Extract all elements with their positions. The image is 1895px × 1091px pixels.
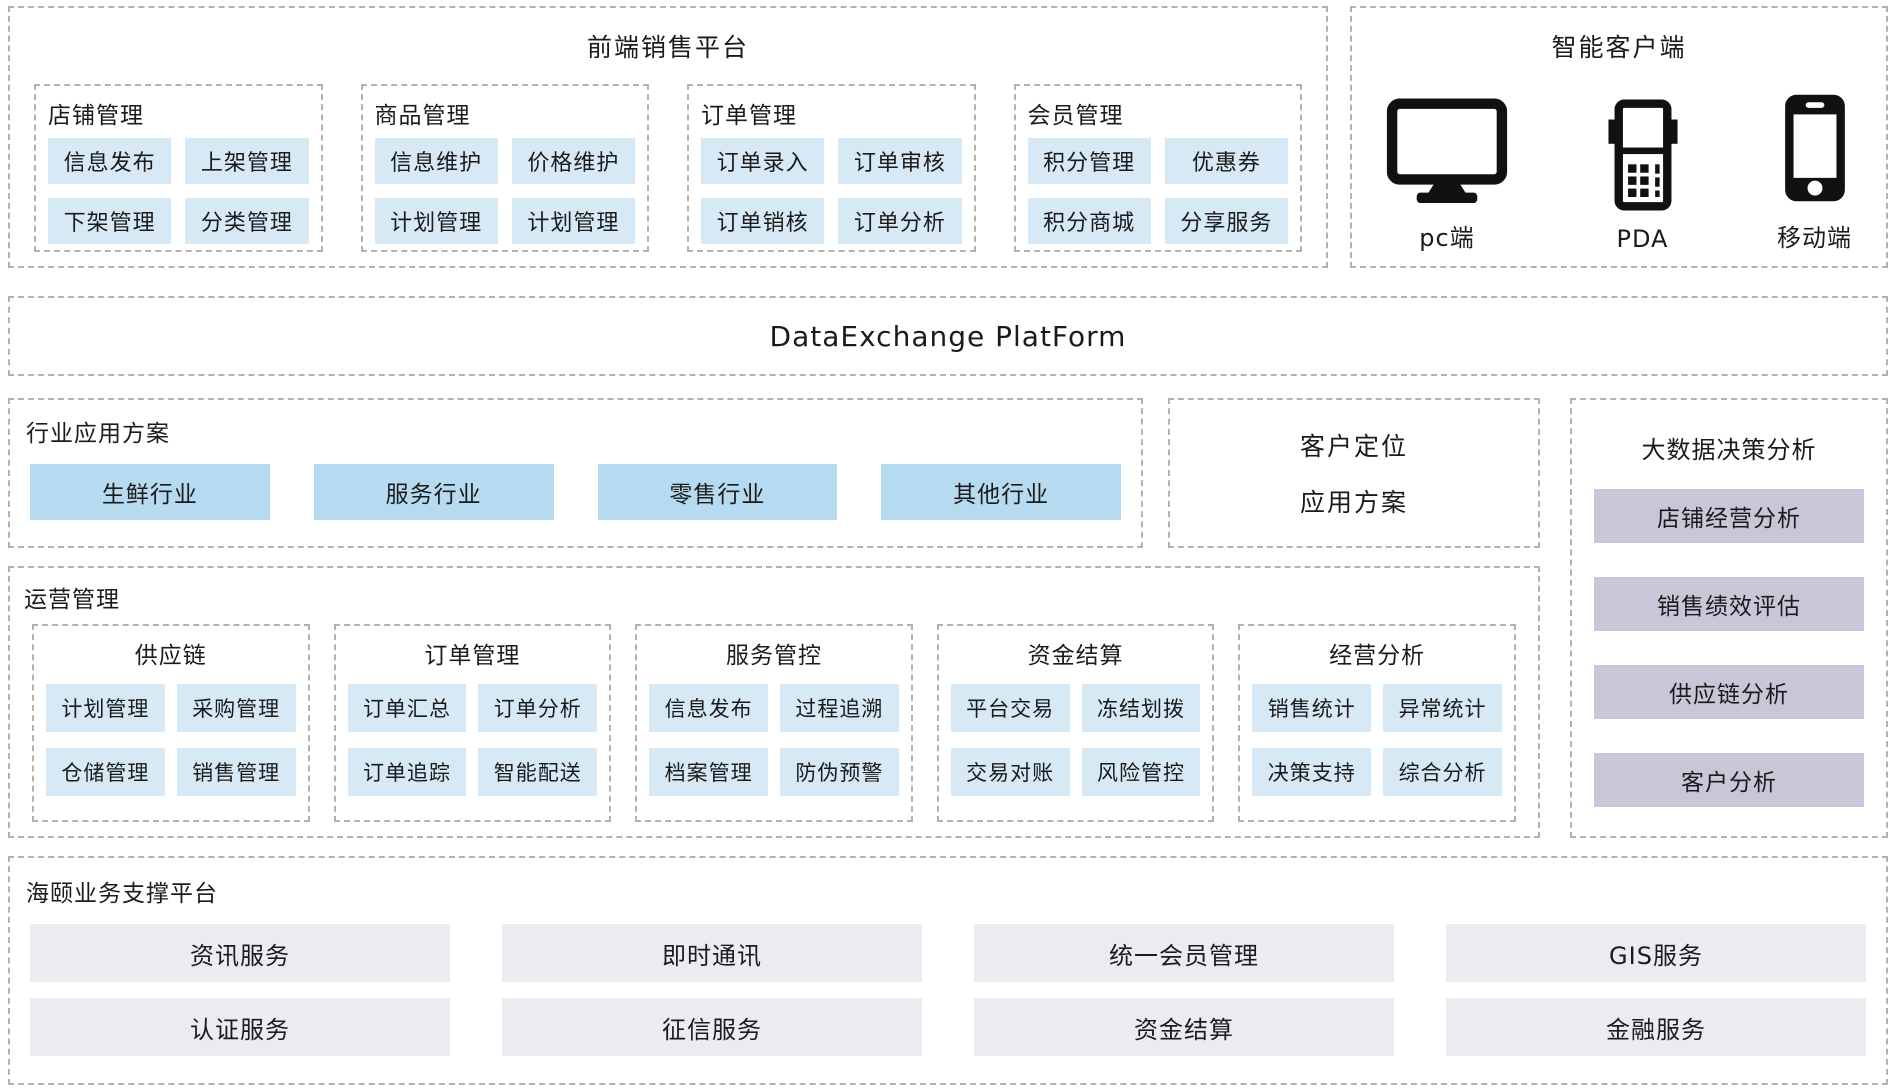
industry-chip: 其他行业 (881, 464, 1121, 520)
module-chip: 防伪预警 (779, 748, 899, 796)
section-title: 智能客户端 (1551, 33, 1687, 62)
support-platform-section: 海颐业务支撑平台 资讯服务 即时通讯 统一会员管理 GIS服务 认证服务 征信服… (8, 856, 1888, 1085)
service-chip: 即时通讯 (502, 924, 922, 982)
module-chip: 信息发布 (649, 684, 768, 732)
device-label: PDA (1616, 225, 1669, 253)
group-store-management: 店铺管理 信息发布 上架管理 下架管理 分类管理 (34, 84, 323, 252)
module-chip: 交易对账 (950, 748, 1070, 796)
module-chip: 价格维护 (511, 138, 635, 184)
group-order-management-ops: 订单管理 订单汇总 订单分析 订单追踪 智能配送 (333, 624, 612, 822)
module-chip: 冻结划拨 (1081, 684, 1201, 732)
industry-chip: 零售行业 (597, 464, 838, 520)
module-chip: 分享服务 (1164, 198, 1288, 244)
service-chip: 资金结算 (974, 998, 1394, 1056)
module-chip: 销售统计 (1252, 684, 1372, 732)
section-title: 海颐业务支撑平台 (26, 881, 218, 907)
group-product-management: 商品管理 信息维护 价格维护 计划管理 计划管理 (360, 84, 649, 252)
group-title: 服务管控 (725, 643, 822, 669)
group-service-control: 服务管控 信息发布 过程追溯 档案管理 防伪预警 (635, 624, 913, 822)
device-pc: pc端 (1386, 86, 1508, 253)
operations-management-section: 运营管理 供应链 计划管理 采购管理 仓储管理 销售管理 订单管理 订单汇总 订… (8, 566, 1540, 838)
group-title: 商品管理 (374, 103, 471, 129)
data-exchange-title: DataExchange PlatForm (769, 319, 1127, 353)
group-order-management: 订单管理 订单录入 订单审核 订单销核 订单分析 (687, 84, 976, 252)
group-fund-settlement: 资金结算 平台交易 冻结划拨 交易对账 风险管控 (936, 624, 1215, 822)
module-chip: 平台交易 (950, 684, 1070, 732)
group-supply-chain: 供应链 计划管理 采购管理 仓储管理 销售管理 (32, 624, 310, 822)
frontend-platform-section: 前端销售平台 店铺管理 信息发布 上架管理 下架管理 分类管理 商品管理 信息维… (8, 6, 1328, 268)
desktop-icon (1386, 86, 1508, 204)
industry-chip: 服务行业 (313, 464, 554, 520)
module-chip: 上架管理 (185, 138, 309, 184)
pda-icon (1603, 93, 1683, 211)
module-chip: 信息发布 (48, 138, 172, 184)
module-chip: 订单追踪 (347, 748, 467, 796)
group-business-analysis: 经营分析 销售统计 异常统计 决策支持 综合分析 (1238, 624, 1516, 822)
device-label: 移动端 (1777, 224, 1852, 252)
module-chip: 订单分析 (478, 684, 598, 732)
analysis-chip: 店铺经营分析 (1594, 489, 1864, 543)
module-chip: 异常统计 (1383, 684, 1502, 732)
client-devices: pc端 (1352, 86, 1886, 253)
customer-positioning-section: 客户定位 应用方案 (1168, 398, 1540, 548)
device-label: pc端 (1419, 224, 1475, 252)
module-chip: 积分管理 (1027, 138, 1151, 184)
module-chip: 分类管理 (185, 198, 309, 244)
operations-groups: 供应链 计划管理 采购管理 仓储管理 销售管理 订单管理 订单汇总 订单分析 订… (32, 624, 1516, 822)
module-chip: 计划管理 (511, 198, 635, 244)
group-member-management: 会员管理 积分管理 优惠券 积分商城 分享服务 (1013, 84, 1302, 252)
module-chip: 综合分析 (1383, 748, 1502, 796)
device-pda: PDA (1603, 93, 1683, 253)
module-chip: 智能配送 (478, 748, 598, 796)
module-chip: 仓储管理 (46, 748, 165, 796)
group-title: 订单管理 (701, 103, 797, 129)
module-chip: 销售管理 (176, 748, 296, 796)
group-title: 订单管理 (424, 643, 521, 669)
module-chip: 订单汇总 (347, 684, 467, 732)
section-title: 运营管理 (24, 587, 120, 613)
industry-chip: 生鲜行业 (30, 464, 270, 520)
group-title: 资金结算 (1027, 643, 1124, 669)
section-title: 大数据决策分析 (1641, 436, 1817, 464)
module-chip: 订单销核 (701, 198, 825, 244)
module-chip: 订单分析 (838, 198, 962, 244)
analysis-chip: 销售绩效评估 (1594, 577, 1864, 631)
section-title-line2: 应用方案 (1299, 488, 1408, 517)
service-chip: 资讯服务 (30, 924, 450, 982)
analysis-chip: 供应链分析 (1594, 665, 1864, 719)
module-chip: 过程追溯 (779, 684, 899, 732)
bigdata-analysis-section: 大数据决策分析 店铺经营分析 销售绩效评估 供应链分析 客户分析 (1570, 398, 1888, 838)
module-chip: 订单录入 (701, 138, 825, 184)
group-title: 店铺管理 (48, 103, 144, 129)
service-chip: 征信服务 (502, 998, 922, 1056)
service-chip: GIS服务 (1446, 924, 1866, 982)
industry-solutions-section: 行业应用方案 生鲜行业 服务行业 零售行业 其他行业 (8, 398, 1143, 548)
section-title: 行业应用方案 (26, 421, 170, 447)
module-chip: 信息维护 (374, 138, 498, 184)
module-chip: 决策支持 (1252, 748, 1372, 796)
group-title: 会员管理 (1027, 103, 1124, 129)
group-title: 经营分析 (1329, 643, 1426, 669)
module-chip: 积分商城 (1027, 198, 1151, 244)
service-chip: 统一会员管理 (974, 924, 1394, 982)
module-chip: 下架管理 (48, 198, 172, 244)
section-title-line1: 客户定位 (1299, 432, 1408, 461)
service-chip: 金融服务 (1446, 998, 1866, 1056)
module-chip: 优惠券 (1164, 138, 1288, 184)
section-title: 前端销售平台 (586, 33, 749, 62)
module-chip: 订单审核 (838, 138, 962, 184)
module-chip: 计划管理 (46, 684, 165, 732)
module-chip: 采购管理 (176, 684, 296, 732)
analysis-chip: 客户分析 (1594, 753, 1864, 807)
module-chip: 计划管理 (374, 198, 498, 244)
group-title: 供应链 (134, 643, 207, 669)
device-mobile: 移动端 (1777, 86, 1852, 253)
module-chip: 档案管理 (649, 748, 768, 796)
frontend-groups: 店铺管理 信息发布 上架管理 下架管理 分类管理 商品管理 信息维护 价格维护 … (34, 84, 1302, 252)
mobile-icon (1781, 86, 1849, 204)
service-chip: 认证服务 (30, 998, 450, 1056)
data-exchange-platform: DataExchange PlatForm (8, 296, 1888, 376)
smart-clients-section: 智能客户端 pc端 (1350, 6, 1888, 268)
module-chip: 风险管控 (1081, 748, 1201, 796)
